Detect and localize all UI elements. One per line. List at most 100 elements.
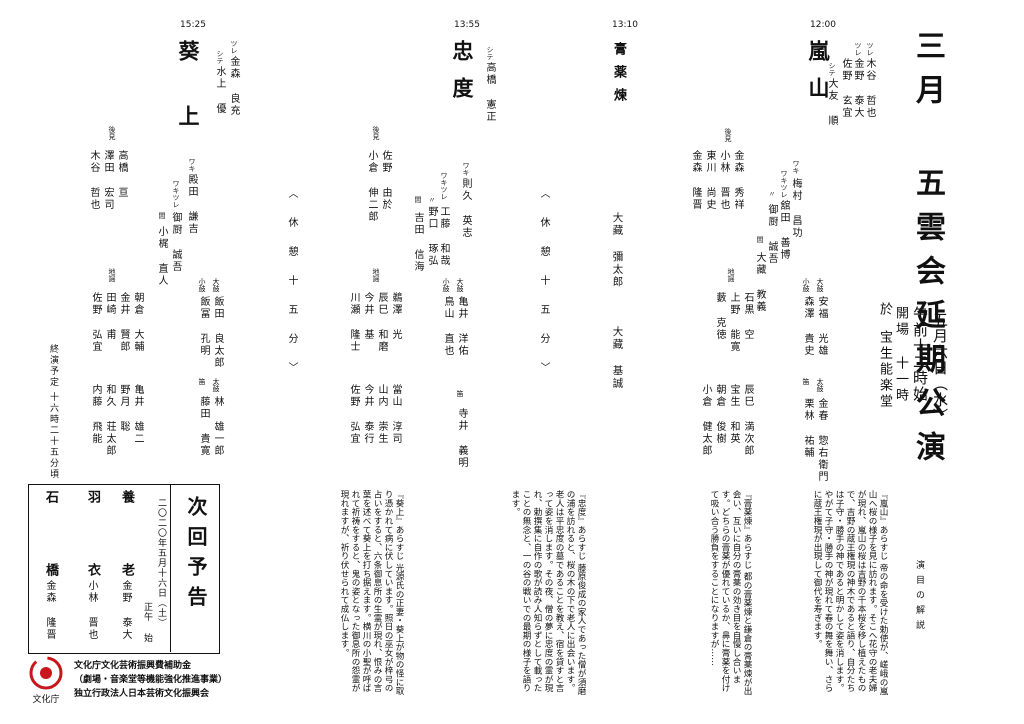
jiutai-performer: 辰巳 満次郎 xyxy=(742,384,753,457)
koken-performer: 佐野 由於 xyxy=(380,150,391,211)
jiutai-performer: 川瀬 隆士 xyxy=(348,292,359,353)
next-start: 正午 始 xyxy=(142,602,152,643)
koken-performer: 金森 隆晋 xyxy=(690,150,701,211)
jiutai-performer: 今井 基 xyxy=(362,292,373,341)
ado-performer: 大藏 基誠 xyxy=(611,326,624,390)
koken-performer: 小倉 伸二郎 xyxy=(366,150,377,223)
hayashi-label: 笛 xyxy=(198,378,206,385)
koken-performer: 東川 尚史 xyxy=(704,150,715,211)
koken-label: 後見 xyxy=(108,126,116,140)
role-label: シテ xyxy=(828,62,836,76)
role-label: ワキ xyxy=(188,158,196,172)
koken-label: 後見 xyxy=(724,128,732,142)
jiutai-performer: 和久 荘太郎 xyxy=(104,384,115,457)
role-label: 間 xyxy=(414,196,422,203)
koken-label: 後見 xyxy=(372,126,380,140)
ai-performer: 小梶 直人 xyxy=(156,226,167,287)
shite-performer: 水上 優 xyxy=(214,66,225,115)
next-performance-box xyxy=(28,484,220,654)
hayashi-label: 小鼓 xyxy=(198,278,206,292)
program-time: 12:00 xyxy=(810,20,836,30)
footer-line1: 文化庁文化芸術振興費補助金 xyxy=(74,661,192,671)
program-title: 葵上 xyxy=(176,40,201,170)
venue-label: 於 xyxy=(877,302,892,318)
jiutai-performer: 辰巳 和磨 xyxy=(376,292,387,353)
hayashi-performer: 栗林 祐輔 xyxy=(802,398,813,459)
jiutai-performer: 朝倉 俊樹 xyxy=(714,384,725,445)
end-time: 十六時二十五分頃 xyxy=(48,392,58,480)
role-label: シテ xyxy=(216,50,224,64)
footer-line2: （劇場・音楽堂等機能強化推進事業） xyxy=(74,675,228,685)
role-label: 間 xyxy=(158,212,166,219)
waki-performer: 梅村 昌功 xyxy=(790,178,801,239)
jiutai-performer: 今井 泰行 xyxy=(362,384,373,445)
ai-performer: 吉田 信海 xyxy=(412,212,423,273)
event-date: 五月六日（水） xyxy=(931,312,949,424)
jiutai-performer: 朝倉 大輔 xyxy=(132,292,143,353)
hayashi-performer: 寺井 義明 xyxy=(456,408,467,469)
performer: 木谷 哲也 xyxy=(864,58,875,119)
jiutai-performer: 小倉 健太郎 xyxy=(700,384,711,457)
shite-performer: 高橋 憲正 xyxy=(484,62,495,123)
performer: 金森 良充 xyxy=(228,56,239,117)
koken-performer: 金森 秀祥 xyxy=(732,150,743,211)
program-title: 嵐山 xyxy=(806,40,831,114)
program-time: 13:55 xyxy=(454,20,480,30)
end-time-label: 終演予定 xyxy=(48,344,58,388)
role-label: ツレ xyxy=(854,42,862,56)
koken-performer: 木谷 哲也 xyxy=(88,150,99,211)
next-heading: 次回予告 xyxy=(184,496,208,616)
intermission: 〈 休 憩 十 五 分 〉 xyxy=(538,188,549,376)
performer: 金野 泰大 xyxy=(852,58,863,119)
hayashi-label: 大鼓 xyxy=(456,278,464,292)
hayashi-label: 笛 xyxy=(456,390,464,397)
role-label: ツレ xyxy=(866,42,874,56)
hayashi-label: 大鼓 xyxy=(816,278,824,292)
jiutai-performer: 石黒 空 xyxy=(742,292,753,341)
jiutai-label: 地謡 xyxy=(727,268,735,282)
performer: 野口 琢弘 xyxy=(426,206,437,267)
shite-performer: 大友 順 xyxy=(826,78,837,127)
performer: 御厨 誠吾 xyxy=(766,204,777,265)
agency-logo-icon xyxy=(29,656,63,690)
waki-performer: 則久 英志 xyxy=(460,178,471,239)
jiutai-performer: 亀井 雄二 xyxy=(132,384,143,445)
agency-logo-text: 文化庁 xyxy=(32,695,60,705)
event-opening: 開場 十一時 xyxy=(893,306,908,404)
jiutai-performer: 山内 崇生 xyxy=(376,384,387,445)
venue-name: 宝生能楽堂 xyxy=(877,330,892,410)
jiutai-performer: 佐野 弘宜 xyxy=(348,384,359,445)
performer: 工藤 和哉 xyxy=(438,206,449,267)
commentary-aoinoue: 『葵上』あらすじ 光源氏の正妻・葵上が物の怪に取り憑かれて病に伏しています。照日… xyxy=(339,490,404,696)
role-label: 〃 xyxy=(768,190,776,197)
role-label: ワキ xyxy=(462,162,470,176)
shite-performer: 大藏 彌太郎 xyxy=(611,212,624,289)
commentary-arashiyama: 『嵐山』あらすじ 帝の命を受けた勅使が、嵯峨の嵐山へ桜の様子を見に訪れます。そこ… xyxy=(812,490,888,696)
ai-performer: 大藏 教義 xyxy=(754,252,765,313)
jiutai-performer: 藪 克徳 xyxy=(714,292,725,341)
page-title: 三月 五雲会延期公演 xyxy=(910,30,945,475)
hayashi-label: 小鼓 xyxy=(802,278,810,292)
hayashi-label: 小鼓 xyxy=(442,278,450,292)
hayashi-performer: 金春 惣右衛門 xyxy=(816,398,827,483)
jiutai-performer: 内藤 飛能 xyxy=(90,384,101,445)
hayashi-performer: 飯田 良太郎 xyxy=(212,296,223,369)
jiutai-performer: 金井 賢郎 xyxy=(118,292,129,353)
program-title: 忠度 xyxy=(450,40,475,114)
performer: 御厨 誠吾 xyxy=(170,212,181,273)
role-label: ツレ xyxy=(230,40,238,54)
event-start-time: 午前十二時始 xyxy=(911,306,929,402)
koken-performer: 高橋 亘 xyxy=(116,150,127,199)
jiutai-performer: 野月 聡 xyxy=(118,384,129,433)
hayashi-label: 笛 xyxy=(802,378,810,385)
hayashi-label: 太鼓 xyxy=(816,378,824,392)
hayashi-label: 大鼓 xyxy=(212,278,220,292)
koken-performer: 澤田 宏司 xyxy=(102,150,113,211)
hayashi-performer: 鳥山 直也 xyxy=(442,296,453,357)
program-time: 13:10 xyxy=(612,20,638,30)
role-label: 間 xyxy=(756,236,764,243)
next-box-divider xyxy=(170,484,171,652)
next-program-title: 養老 xyxy=(119,490,134,636)
jiutai-performer: 上野 能寛 xyxy=(728,292,739,353)
jiutai-performer: 田崎 甫 xyxy=(104,292,115,341)
